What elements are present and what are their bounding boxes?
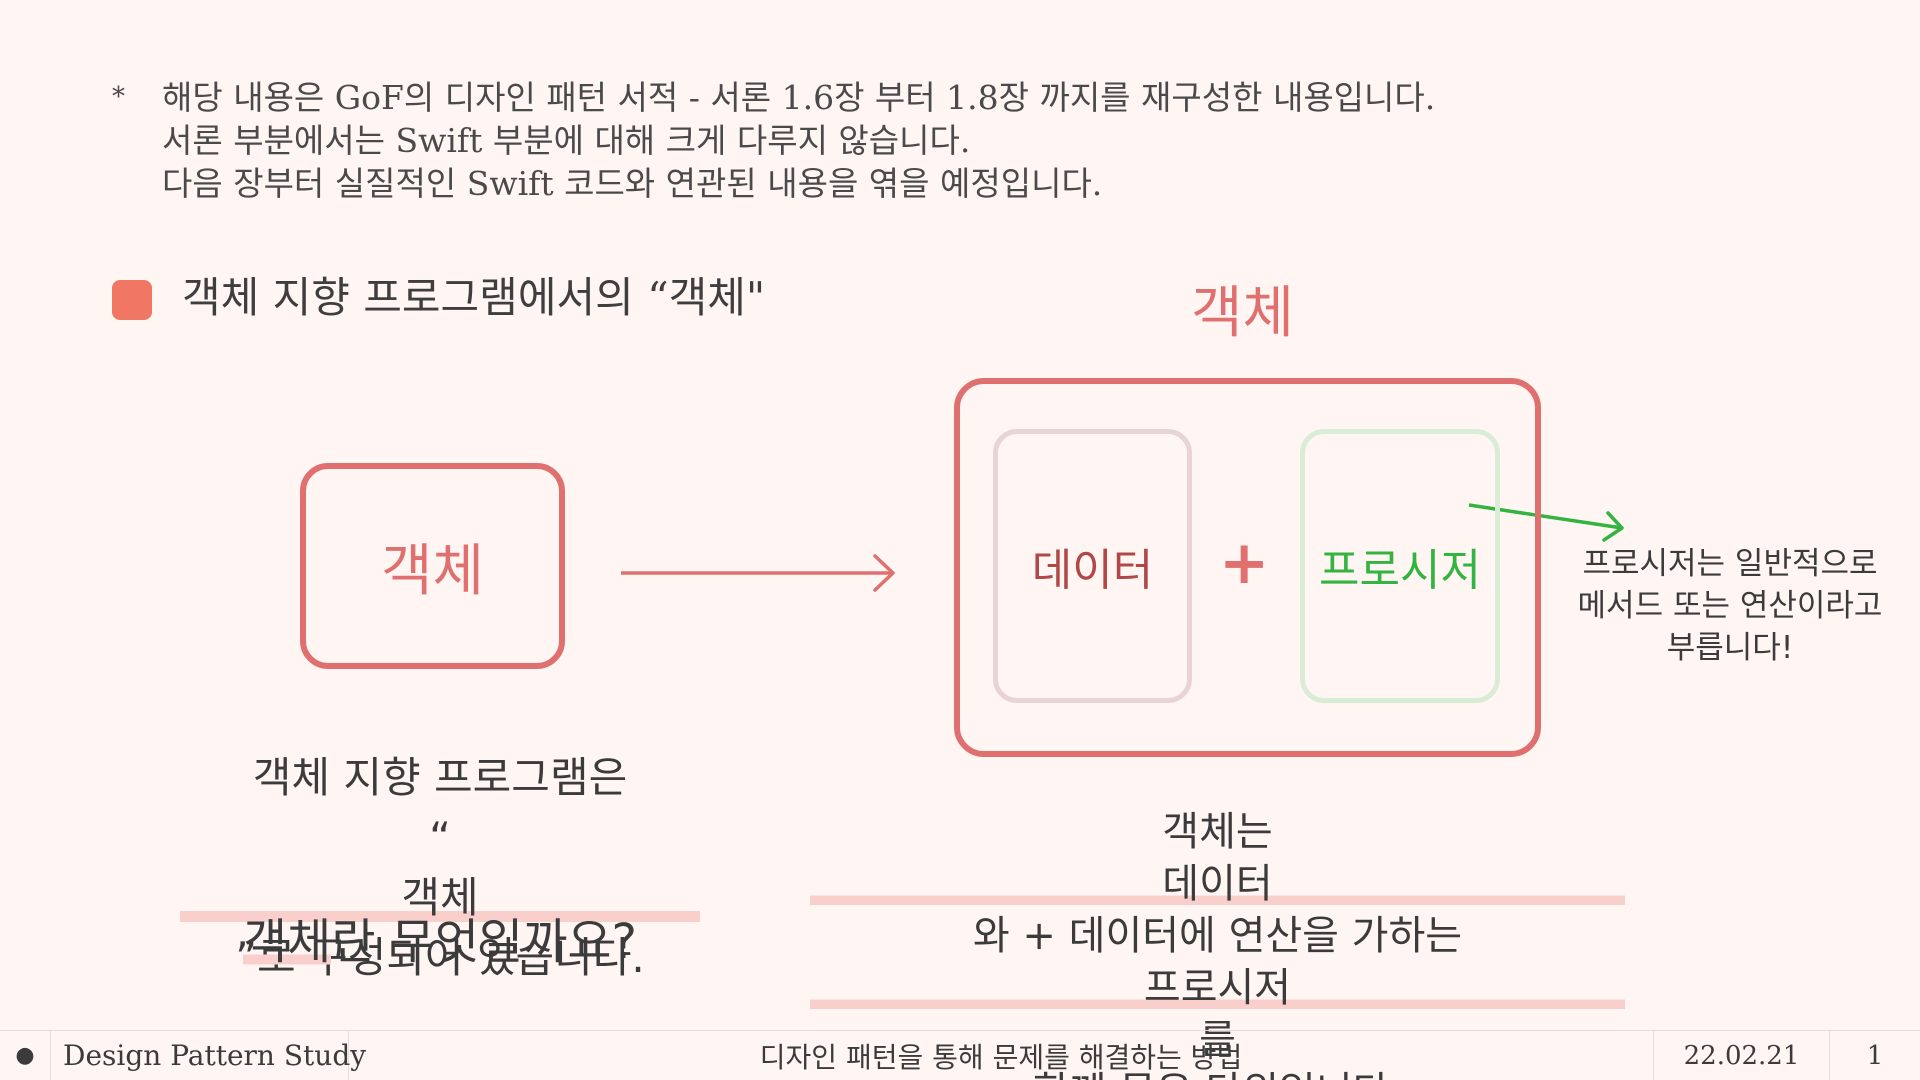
left-question: 객체란 무엇일까요? — [180, 912, 700, 972]
main-arrow — [621, 554, 895, 592]
right-caption-highlight-data: 데이터 — [810, 858, 1625, 910]
note-lines: 해당 내용은 GoF의 디자인 패턴 서적 - 서론 1.6장 부터 1.8장 … — [162, 76, 1435, 205]
procedure-note-line-1: 프로시저는 일반적으로 — [1582, 546, 1878, 582]
note-line-1: 해당 내용은 GoF의 디자인 패턴 서적 - 서론 1.6장 부터 1.8장 … — [162, 78, 1436, 117]
right-caption-highlight-procedure: 프로시저 — [810, 962, 1625, 1014]
procedure-box: 프로시저 — [1300, 429, 1500, 703]
data-box: 데이터 — [993, 429, 1192, 703]
footer-dot-icon: ● — [0, 1030, 51, 1080]
data-label: 데이터 — [1031, 545, 1154, 596]
footer-page-number: 1 — [1829, 1030, 1920, 1080]
note-line-2: 서론 부분에서는 Swift 부분에 대해 크게 다루지 않습니다. — [162, 121, 971, 160]
object-box-simple-label: 객체 — [380, 538, 485, 604]
footer-title: Design Pattern Study — [51, 1030, 366, 1080]
procedure-note-line-3: 부릅니다! — [1666, 630, 1794, 666]
right-caption-middle: 와 + 데이터에 연산을 가하는 — [972, 913, 1463, 959]
footer-subtitle: 디자인 패턴을 통해 문제를 해결하는 방법 — [759, 1040, 1243, 1074]
right-caption-line-3: 함께 묶은 단위입니다. — [810, 1066, 1625, 1080]
footer: ● Design Pattern Study 디자인 패턴을 통해 문제를 해결… — [0, 1030, 1920, 1080]
question-rest: 란 무엇일까요? — [331, 914, 638, 970]
procedure-label: 프로시저 — [1319, 545, 1481, 596]
right-caption-line-1: 객체는 — [1162, 809, 1273, 855]
object-box-composite — [954, 378, 1541, 757]
note-asterisk: * — [112, 82, 125, 112]
object-box-simple: 객체 — [300, 463, 565, 669]
footer-date: 22.02.21 — [1653, 1030, 1829, 1080]
left-caption-quote-open: “ — [429, 813, 451, 862]
question-highlight: 객체 — [242, 914, 332, 970]
procedure-note: 프로시저는 일반적으로 메서드 또는 연산이라고 부릅니다! — [1560, 543, 1900, 669]
left-caption-line-1: 객체 지향 프로그램은 — [252, 753, 628, 802]
procedure-note-line-2: 메서드 또는 연산이라고 — [1577, 588, 1883, 624]
note-line-3: 다음 장부터 실질적인 Swift 코드와 연관된 내용을 엮을 예정입니다. — [162, 164, 1103, 203]
plus-sign: + — [1219, 528, 1270, 598]
section-title: 객체 지향 프로그램에서의 “객체" — [182, 273, 766, 322]
right-caption-end: 를 — [1199, 1017, 1236, 1063]
object-title: 객체 — [1191, 281, 1295, 346]
section-marker — [112, 280, 152, 320]
